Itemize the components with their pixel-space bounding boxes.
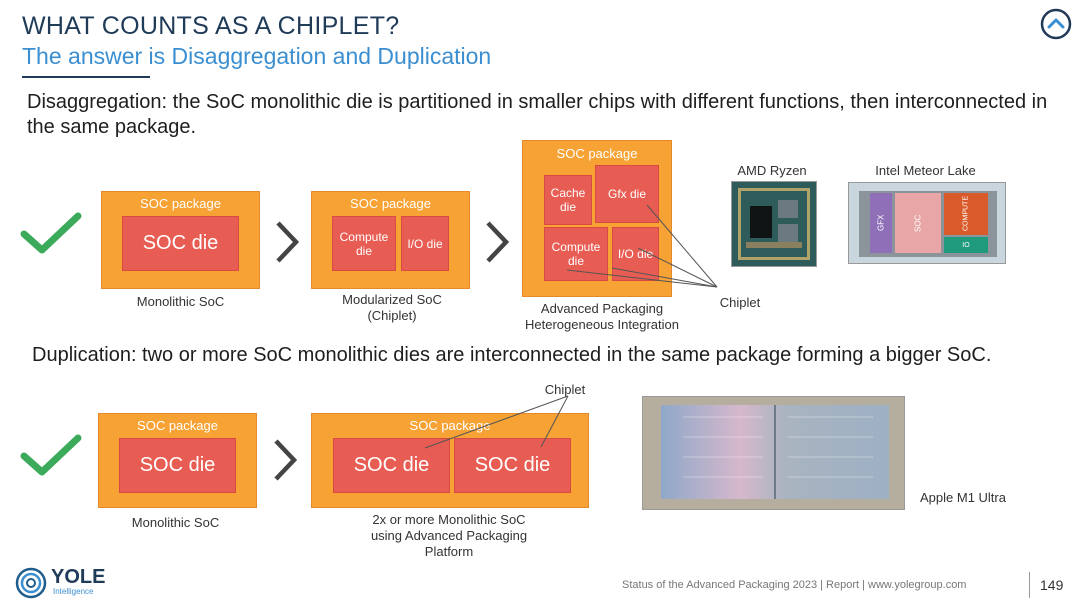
page-title: WHAT COUNTS AS A CHIPLET? bbox=[22, 12, 400, 40]
intel-meteor-lake-chip-image: GFX SOC COMPUTE IO bbox=[848, 182, 1006, 264]
soc-package-multi: SOC package SOC die SOC die bbox=[311, 413, 589, 508]
soc-die-2: SOC die bbox=[454, 438, 571, 493]
io-die: I/O die bbox=[401, 216, 449, 271]
logo-subtitle: Intelligence bbox=[53, 587, 94, 596]
gfx-die: Gfx die bbox=[595, 165, 659, 223]
caption-monolithic: Monolithic SoC bbox=[136, 294, 225, 309]
package-label: SOC package bbox=[556, 146, 638, 161]
package-label: SOC package bbox=[140, 196, 221, 211]
soc-package-advanced: SOC package Cache die Gfx die Compute di… bbox=[522, 140, 672, 297]
footer-source: Status of the Advanced Packaging 2023 | … bbox=[622, 579, 967, 591]
check-icon bbox=[20, 434, 82, 476]
chiplet-label-2: Chiplet bbox=[544, 382, 586, 397]
soc-package-monolithic-2: SOC package SOC die bbox=[98, 413, 257, 508]
page-number: 149 bbox=[1040, 577, 1064, 593]
package-label: SOC package bbox=[137, 418, 218, 433]
cache-die: Cache die bbox=[544, 175, 592, 225]
apple-m1-ultra-label: Apple M1 Ultra bbox=[920, 490, 1006, 505]
caption-modularized: Modularized SoC (Chiplet) bbox=[342, 292, 442, 323]
compute-die: Compute die bbox=[544, 227, 608, 281]
check-icon bbox=[20, 212, 82, 254]
caption-advanced: Advanced Packaging Heterogeneous Integra… bbox=[525, 301, 679, 332]
io-tile: IO bbox=[944, 237, 988, 253]
chevron-up-icon bbox=[1040, 8, 1072, 40]
caption-multi: 2x or more Monolithic SoC using Advanced… bbox=[370, 512, 528, 559]
yole-logo-icon bbox=[15, 567, 47, 599]
chiplet-label: Chiplet bbox=[719, 295, 761, 310]
yole-logo: YOLE Intelligence bbox=[14, 566, 124, 599]
chevron-right-icon bbox=[274, 439, 298, 481]
disaggregation-text: Disaggregation: the SoC monolithic die i… bbox=[27, 91, 1048, 138]
duplication-text: Duplication: two or more SoC monolithic … bbox=[32, 344, 992, 366]
scroll-up-button[interactable] bbox=[1040, 8, 1072, 40]
chevron-right-icon bbox=[486, 221, 510, 263]
page-subtitle: The answer is Disaggregation and Duplica… bbox=[22, 43, 492, 69]
caption-monolithic-2: Monolithic SoC bbox=[131, 515, 220, 530]
amd-ryzen-label: AMD Ryzen bbox=[737, 163, 807, 178]
package-label: SOC package bbox=[350, 196, 431, 211]
soc-die-1: SOC die bbox=[333, 438, 450, 493]
amd-ryzen-chip-image bbox=[731, 181, 817, 267]
compute-die: Compute die bbox=[332, 216, 396, 271]
footer-divider bbox=[1029, 572, 1030, 598]
title-underline bbox=[22, 76, 150, 78]
chevron-right-icon bbox=[276, 221, 300, 263]
soc-package-monolithic: SOC package SOC die bbox=[101, 191, 260, 289]
soc-die: SOC die bbox=[122, 216, 239, 271]
logo-name: YOLE bbox=[51, 566, 106, 588]
soc-die: SOC die bbox=[119, 438, 236, 493]
apple-m1-ultra-chip-image bbox=[642, 396, 905, 510]
package-label: SOC package bbox=[409, 418, 491, 433]
intel-meteor-lake-label: Intel Meteor Lake bbox=[875, 163, 976, 178]
soc-package-modularized: SOC package Compute die I/O die bbox=[311, 191, 470, 289]
